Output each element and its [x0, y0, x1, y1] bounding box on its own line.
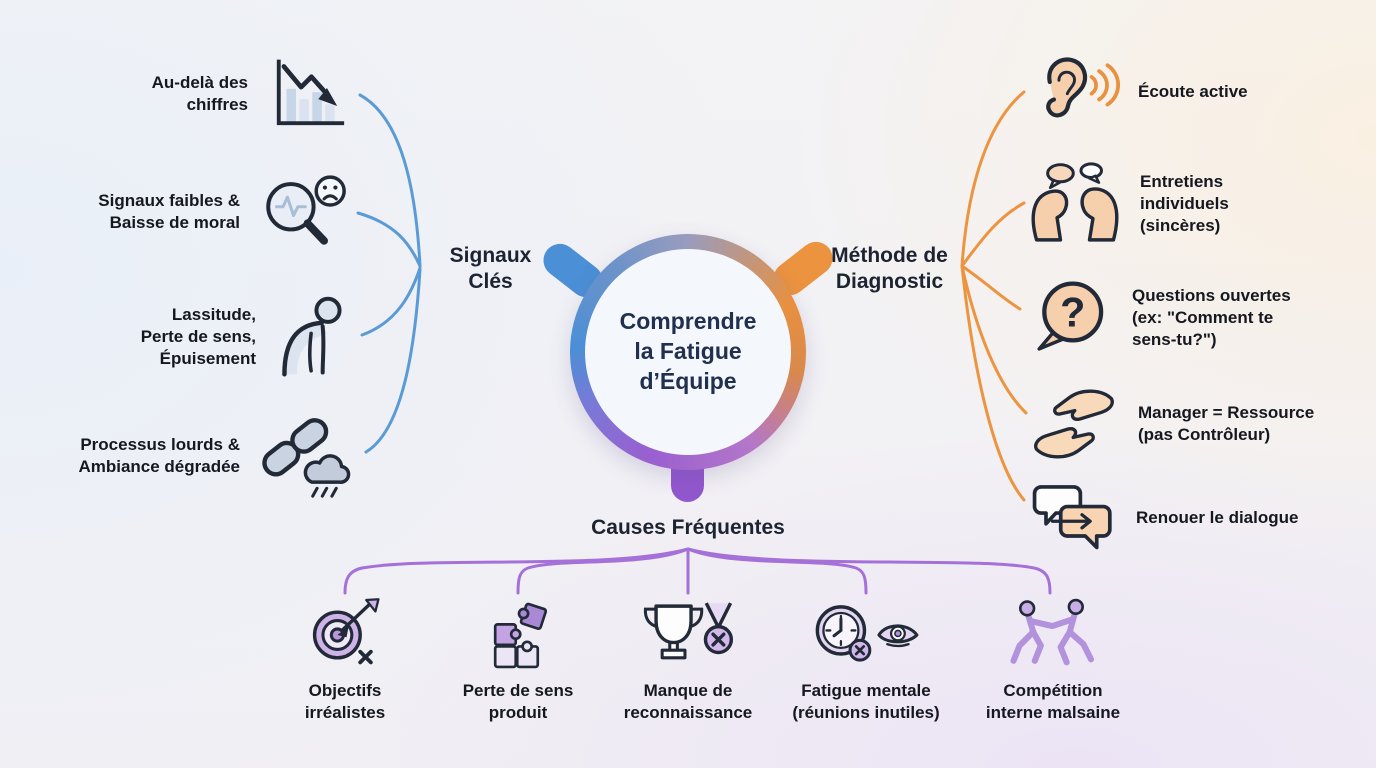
right-item-manager-resource: Manager = Ressource (pas Contrôleur)	[1028, 380, 1368, 468]
right-branch-curves	[960, 90, 1028, 502]
people-fighting-icon	[1004, 597, 1102, 673]
item-label: Fatigue mentale (réunions inutiles)	[792, 681, 940, 722]
item-label: Processus lourds & Ambiance dégradée	[78, 435, 240, 476]
right-item-individual-interviews: Entretiens individuels (sincères)	[1028, 158, 1368, 250]
center-title-line: la Fatigue	[634, 338, 742, 365]
giving-hands-icon	[1028, 382, 1120, 466]
center-node: Comprendre la Fatigue d’Équipe	[570, 234, 806, 470]
ear-listening-icon	[1028, 48, 1120, 136]
left-item-heavy-processes: Processus lourds & Ambiance dégradée	[40, 410, 352, 502]
right-item-active-listening: Écoute active	[1028, 48, 1368, 136]
center-title-line: d’Équipe	[639, 367, 737, 394]
puzzle-pieces-icon	[477, 597, 559, 673]
slumped-person-icon	[272, 291, 352, 383]
svg-text:?: ?	[1060, 290, 1085, 336]
left-branch-curves	[356, 93, 422, 454]
item-label: Écoute active	[1138, 82, 1248, 102]
target-arrow-x-icon	[303, 597, 387, 673]
left-branch-label: Signaux Clés	[449, 244, 532, 294]
trophy-medal-x-icon	[632, 597, 744, 673]
left-item-weak-signals: Signaux faibles & Baisse de moral	[40, 166, 352, 258]
item-label: Compétition interne malsaine	[985, 681, 1121, 722]
item-label: Signaux faibles & Baisse de moral	[98, 191, 240, 232]
declining-chart-icon	[264, 51, 352, 137]
bottom-branch-curves	[343, 547, 1052, 595]
right-item-renew-dialogue: Renouer le dialogue	[1028, 476, 1368, 560]
chain-rain-cloud-icon	[256, 411, 352, 501]
bottom-branch-label: Causes Fréquentes	[591, 516, 785, 539]
magnifier-sad-face-icon	[256, 168, 352, 256]
item-label: Objectifs irréalistes	[304, 681, 386, 722]
right-item-open-questions: ? Questions ouvertes (ex: "Comment te se…	[1028, 272, 1368, 364]
bottom-item-unrealistic-goals: Objectifs irréalistes	[255, 597, 435, 724]
item-label: Renouer le dialogue	[1136, 508, 1299, 528]
bottom-item-loss-of-meaning: Perte de sens produit	[428, 597, 608, 724]
item-label: Entretiens individuels (sincères)	[1140, 172, 1229, 235]
item-label: Manager = Ressource (pas Contrôleur)	[1138, 403, 1315, 444]
clock-x-eye-icon	[806, 597, 926, 673]
two-faces-talking-icon	[1028, 159, 1122, 249]
right-branch-label: Méthode de Diagnostic	[831, 244, 948, 294]
left-item-beyond-numbers: Au-delà des chiffres	[40, 50, 352, 138]
item-label: Questions ouvertes (ex: "Comment te sens…	[1132, 286, 1291, 349]
bottom-item-mental-fatigue: Fatigue mentale (réunions inutiles)	[766, 597, 966, 724]
center-title-line: Comprendre	[619, 308, 757, 335]
item-label: Manque de reconnaissance	[623, 681, 753, 722]
dialogue-bubbles-arrow-icon	[1028, 477, 1118, 559]
bottom-item-unhealthy-competition: Compétition interne malsaine	[958, 597, 1148, 724]
left-item-lassitude: Lassitude, Perte de sens, Épuisement	[40, 288, 352, 386]
item-label: Au-delà des chiffres	[151, 73, 248, 114]
bottom-item-lack-of-recognition: Manque de reconnaissance	[595, 597, 781, 724]
center-node-title: Comprendre la Fatigue d’Équipe	[585, 249, 791, 455]
question-speech-bubble-icon: ?	[1028, 274, 1114, 362]
item-label: Lassitude, Perte de sens, Épuisement	[140, 305, 256, 368]
item-label: Perte de sens produit	[462, 681, 574, 722]
